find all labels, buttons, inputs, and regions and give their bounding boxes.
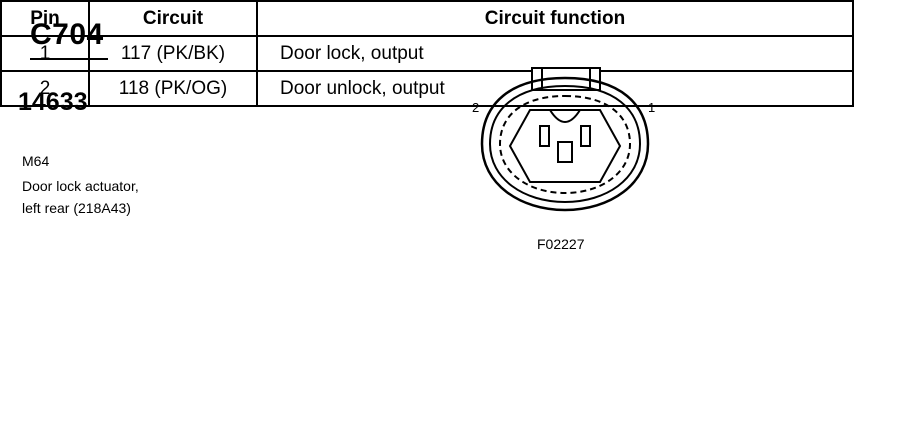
connector-seal-dashed xyxy=(498,94,632,195)
pin-cavity-outline xyxy=(508,109,622,183)
terminal-pin-2 xyxy=(539,125,550,147)
table-row: 1 117 (PK/BK) Door lock, output xyxy=(0,35,854,72)
keying-notch xyxy=(549,109,581,123)
component-description-line2: left rear (218A43) xyxy=(22,200,131,216)
table-header-row: Pin Circuit Circuit function xyxy=(0,0,854,37)
connector-id: C704 xyxy=(30,18,104,51)
component-description-line1: Door lock actuator, xyxy=(22,178,139,194)
pin-label-1: 1 xyxy=(648,100,656,115)
connector-id-underline xyxy=(30,58,108,60)
connector-face-drawing xyxy=(480,67,650,212)
connector-housing-outer xyxy=(480,76,650,212)
cell-pin: 1 xyxy=(0,35,90,72)
table-row: 2 118 (PK/OG) Door unlock, output xyxy=(0,70,854,107)
component-code: M64 xyxy=(22,153,50,169)
cell-pin: 2 xyxy=(0,70,90,107)
pinout-table: Pin Circuit Circuit function 1 117 (PK/B… xyxy=(0,0,854,107)
cell-circuit: 117 (PK/BK) xyxy=(88,35,258,72)
terminal-center xyxy=(557,141,573,163)
connector-housing-inner xyxy=(488,84,642,204)
cell-circuit: 118 (PK/OG) xyxy=(88,70,258,107)
part-number: 14633 xyxy=(18,88,88,116)
figure-code: F02227 xyxy=(537,236,585,252)
terminal-pin-1 xyxy=(580,125,591,147)
header-circuit: Circuit xyxy=(88,0,258,37)
pin-label-2: 2 xyxy=(472,100,480,115)
header-pin: Pin xyxy=(0,0,90,37)
header-circuit-function: Circuit function xyxy=(256,0,854,37)
